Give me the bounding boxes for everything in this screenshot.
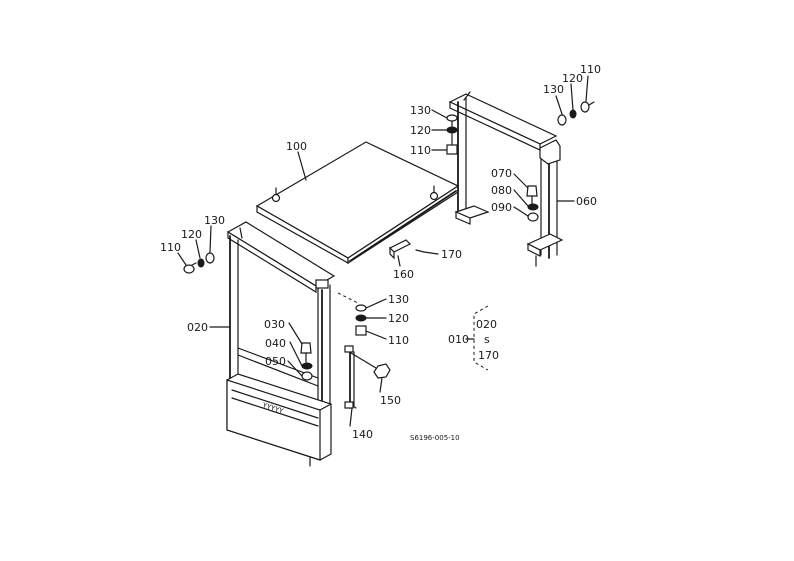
- label-060: 060: [576, 195, 597, 208]
- label-120-top: 120: [410, 124, 431, 137]
- label-110-top: 110: [410, 144, 431, 157]
- handle-bar: [344, 345, 357, 409]
- right-bolt-stack: [557, 101, 595, 126]
- label-group-020: 020: [476, 318, 497, 331]
- label-070: 070: [491, 167, 512, 180]
- leader-lines: [177, 75, 589, 427]
- nut-150: [355, 355, 391, 379]
- label-010: 010: [448, 333, 469, 346]
- label-110-mid: 110: [388, 334, 409, 347]
- label-120-left: 120: [181, 228, 202, 241]
- label-030: 030: [264, 318, 285, 331]
- top-panel: [255, 141, 460, 265]
- bolt-030-stack: [300, 342, 313, 381]
- label-090: 090: [491, 201, 512, 214]
- clip-160: [388, 239, 425, 260]
- part-labels: 100 110 120 130 020 030 040 050 130 120 …: [160, 63, 601, 442]
- label-110-left: 110: [160, 241, 181, 254]
- label-150: 150: [380, 394, 401, 407]
- left-frame: YYYYY: [226, 221, 336, 467]
- label-110-right: 110: [580, 63, 601, 76]
- label-130-top: 130: [410, 104, 431, 117]
- group-bracket: [465, 305, 489, 371]
- label-140: 140: [352, 428, 373, 441]
- label-100: 100: [286, 140, 307, 153]
- label-group-tilde: s: [484, 333, 490, 346]
- label-040: 040: [265, 337, 286, 350]
- label-120-right: 120: [562, 72, 583, 85]
- label-group-170: 170: [478, 349, 499, 362]
- label-160: 160: [393, 268, 414, 281]
- label-170: 170: [441, 248, 462, 261]
- label-130-right: 130: [543, 83, 564, 96]
- label-050: 050: [265, 355, 286, 368]
- left-bolt-stack: [183, 252, 215, 274]
- top-bolt-stack: [446, 114, 458, 155]
- label-020: 020: [187, 321, 208, 334]
- bolt-070-stack: [526, 185, 539, 222]
- drawing-number: S6196-005-10: [410, 434, 460, 442]
- right-frame: [448, 91, 564, 267]
- label-080: 080: [491, 184, 512, 197]
- label-130-mid: 130: [388, 293, 409, 306]
- label-120-mid: 120: [388, 312, 409, 325]
- middle-bolt-stack: [337, 292, 367, 336]
- label-130-left: 130: [204, 214, 225, 227]
